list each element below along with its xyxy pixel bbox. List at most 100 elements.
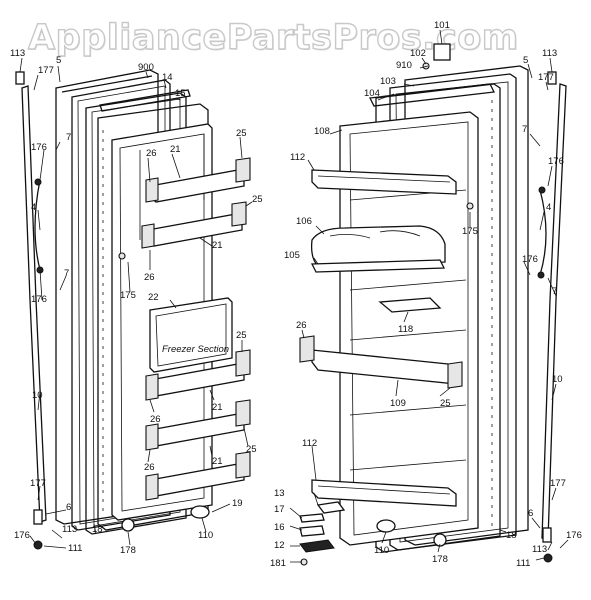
callout-22: 22 bbox=[148, 292, 159, 303]
freezer-door-gasket bbox=[71, 79, 171, 531]
fresh-inner-liner-108 bbox=[339, 111, 479, 546]
callout-leaders bbox=[19, 29, 569, 563]
callout-6: 6 bbox=[528, 508, 533, 519]
bushing-16 bbox=[299, 525, 325, 537]
callout-18: 18 bbox=[92, 524, 103, 535]
callout-177: 177 bbox=[538, 72, 554, 83]
hinge-pin-111 bbox=[33, 540, 43, 550]
callout-112: 112 bbox=[302, 438, 317, 449]
freezer-shelf-4 bbox=[145, 399, 251, 451]
callout-112: 112 bbox=[290, 152, 305, 163]
callout-7: 7 bbox=[552, 286, 557, 297]
callout-175: 175 bbox=[120, 290, 136, 301]
callout-176: 176 bbox=[566, 530, 582, 541]
freezer-door-bin: Freezer Section bbox=[149, 297, 233, 373]
shim-17 bbox=[299, 513, 325, 523]
door-closer-110 bbox=[190, 505, 210, 519]
callout-110: 110 bbox=[374, 545, 389, 556]
lower-hinge-6-right bbox=[542, 527, 552, 543]
fresh-door-gasket bbox=[389, 73, 517, 551]
callout-7: 7 bbox=[64, 268, 69, 279]
screw-102 bbox=[422, 62, 430, 70]
callout-15: 15 bbox=[175, 88, 186, 99]
lower-hinge-6 bbox=[33, 509, 43, 525]
callout-25: 25 bbox=[440, 398, 451, 409]
callout-177: 177 bbox=[30, 478, 46, 489]
callout-110: 110 bbox=[198, 530, 213, 541]
callout-5: 5 bbox=[523, 55, 528, 66]
callout-26: 26 bbox=[144, 462, 155, 473]
callout-105: 105 bbox=[284, 250, 300, 261]
fresh-liner-frame bbox=[375, 83, 501, 553]
fresh-handle-4 bbox=[539, 189, 547, 276]
callout-25: 25 bbox=[236, 128, 247, 139]
shelf-bracket-25-right bbox=[447, 361, 463, 389]
callout-106: 106 bbox=[296, 216, 312, 227]
callout-25: 25 bbox=[236, 330, 247, 341]
callout-104: 104 bbox=[364, 88, 380, 99]
fresh-shelf-112-bottom bbox=[311, 479, 457, 507]
callout-175: 175 bbox=[462, 226, 478, 237]
freezer-shelf-3 bbox=[145, 349, 251, 401]
fresh-handle-trim-10 bbox=[541, 83, 567, 541]
screw-175-right bbox=[466, 202, 474, 210]
fresh-food-door-assembly bbox=[299, 43, 567, 566]
callout-17: 17 bbox=[274, 504, 285, 515]
fresh-inner-liner-panel bbox=[349, 121, 469, 536]
callout-10: 10 bbox=[552, 374, 563, 385]
fresh-liner-shelf-ribs bbox=[349, 189, 467, 471]
callout-177: 177 bbox=[38, 65, 54, 76]
callout-910: 910 bbox=[396, 60, 412, 71]
freezer-shelf-1 bbox=[145, 157, 251, 203]
freezer-handle-trim-10 bbox=[21, 85, 47, 523]
callout-176: 176 bbox=[522, 254, 538, 265]
freezer-top-rail bbox=[99, 89, 191, 112]
freezer-door-assembly: Freezer Section bbox=[15, 69, 251, 550]
callout-21: 21 bbox=[170, 144, 181, 155]
callout-12: 12 bbox=[274, 540, 285, 551]
callout-4: 4 bbox=[546, 202, 551, 213]
callout-113: 113 bbox=[10, 48, 25, 59]
freezer-inner-liner-panel bbox=[119, 133, 205, 512]
freezer-door-liner-frame bbox=[85, 92, 187, 535]
callout-176: 176 bbox=[548, 156, 564, 167]
hinge-bracket-13 bbox=[316, 501, 346, 514]
callout-178: 178 bbox=[120, 545, 136, 556]
callout-21: 21 bbox=[212, 240, 223, 251]
callout-176: 176 bbox=[14, 530, 30, 541]
door-closer-110-right bbox=[376, 519, 396, 533]
door-stop-178-right bbox=[433, 533, 447, 547]
callout-4: 4 bbox=[31, 202, 36, 213]
callout-113: 113 bbox=[62, 524, 77, 535]
callout-19: 19 bbox=[232, 498, 243, 509]
callout-109: 109 bbox=[390, 398, 406, 409]
freezer-shelf-2 bbox=[141, 201, 247, 249]
freezer-outer-door-edge bbox=[61, 75, 153, 93]
callout-18: 18 bbox=[506, 530, 517, 541]
callout-900: 900 bbox=[138, 62, 154, 73]
fresh-top-rail-104 bbox=[369, 83, 495, 107]
callout-26: 26 bbox=[296, 320, 307, 331]
door-stop-178 bbox=[121, 518, 135, 532]
callout-118: 118 bbox=[398, 324, 413, 335]
callout-113: 113 bbox=[542, 48, 557, 59]
callout-13: 13 bbox=[274, 488, 285, 499]
callout-26: 26 bbox=[144, 272, 155, 283]
callout-26: 26 bbox=[146, 148, 157, 159]
freezer-handle-4 bbox=[34, 179, 41, 271]
callout-21: 21 bbox=[212, 402, 223, 413]
callout-113: 113 bbox=[532, 544, 547, 555]
shelf-bracket-26-right bbox=[299, 335, 315, 363]
freezer-shelf-5 bbox=[145, 451, 251, 501]
bottom-hinge-12 bbox=[299, 539, 335, 553]
callout-21: 21 bbox=[212, 456, 223, 467]
fresh-outer-door-panel bbox=[404, 65, 529, 546]
callout-25: 25 bbox=[252, 194, 263, 205]
callout-labels: 113 177 5 900 14 15 7 176 4 176 7 10 25 … bbox=[10, 20, 582, 569]
dairy-compartment-106 bbox=[310, 225, 446, 267]
handle-screw-right bbox=[538, 186, 546, 194]
callout-25: 25 bbox=[246, 444, 257, 455]
callout-5: 5 bbox=[56, 55, 61, 66]
callout-6: 6 bbox=[66, 502, 71, 513]
